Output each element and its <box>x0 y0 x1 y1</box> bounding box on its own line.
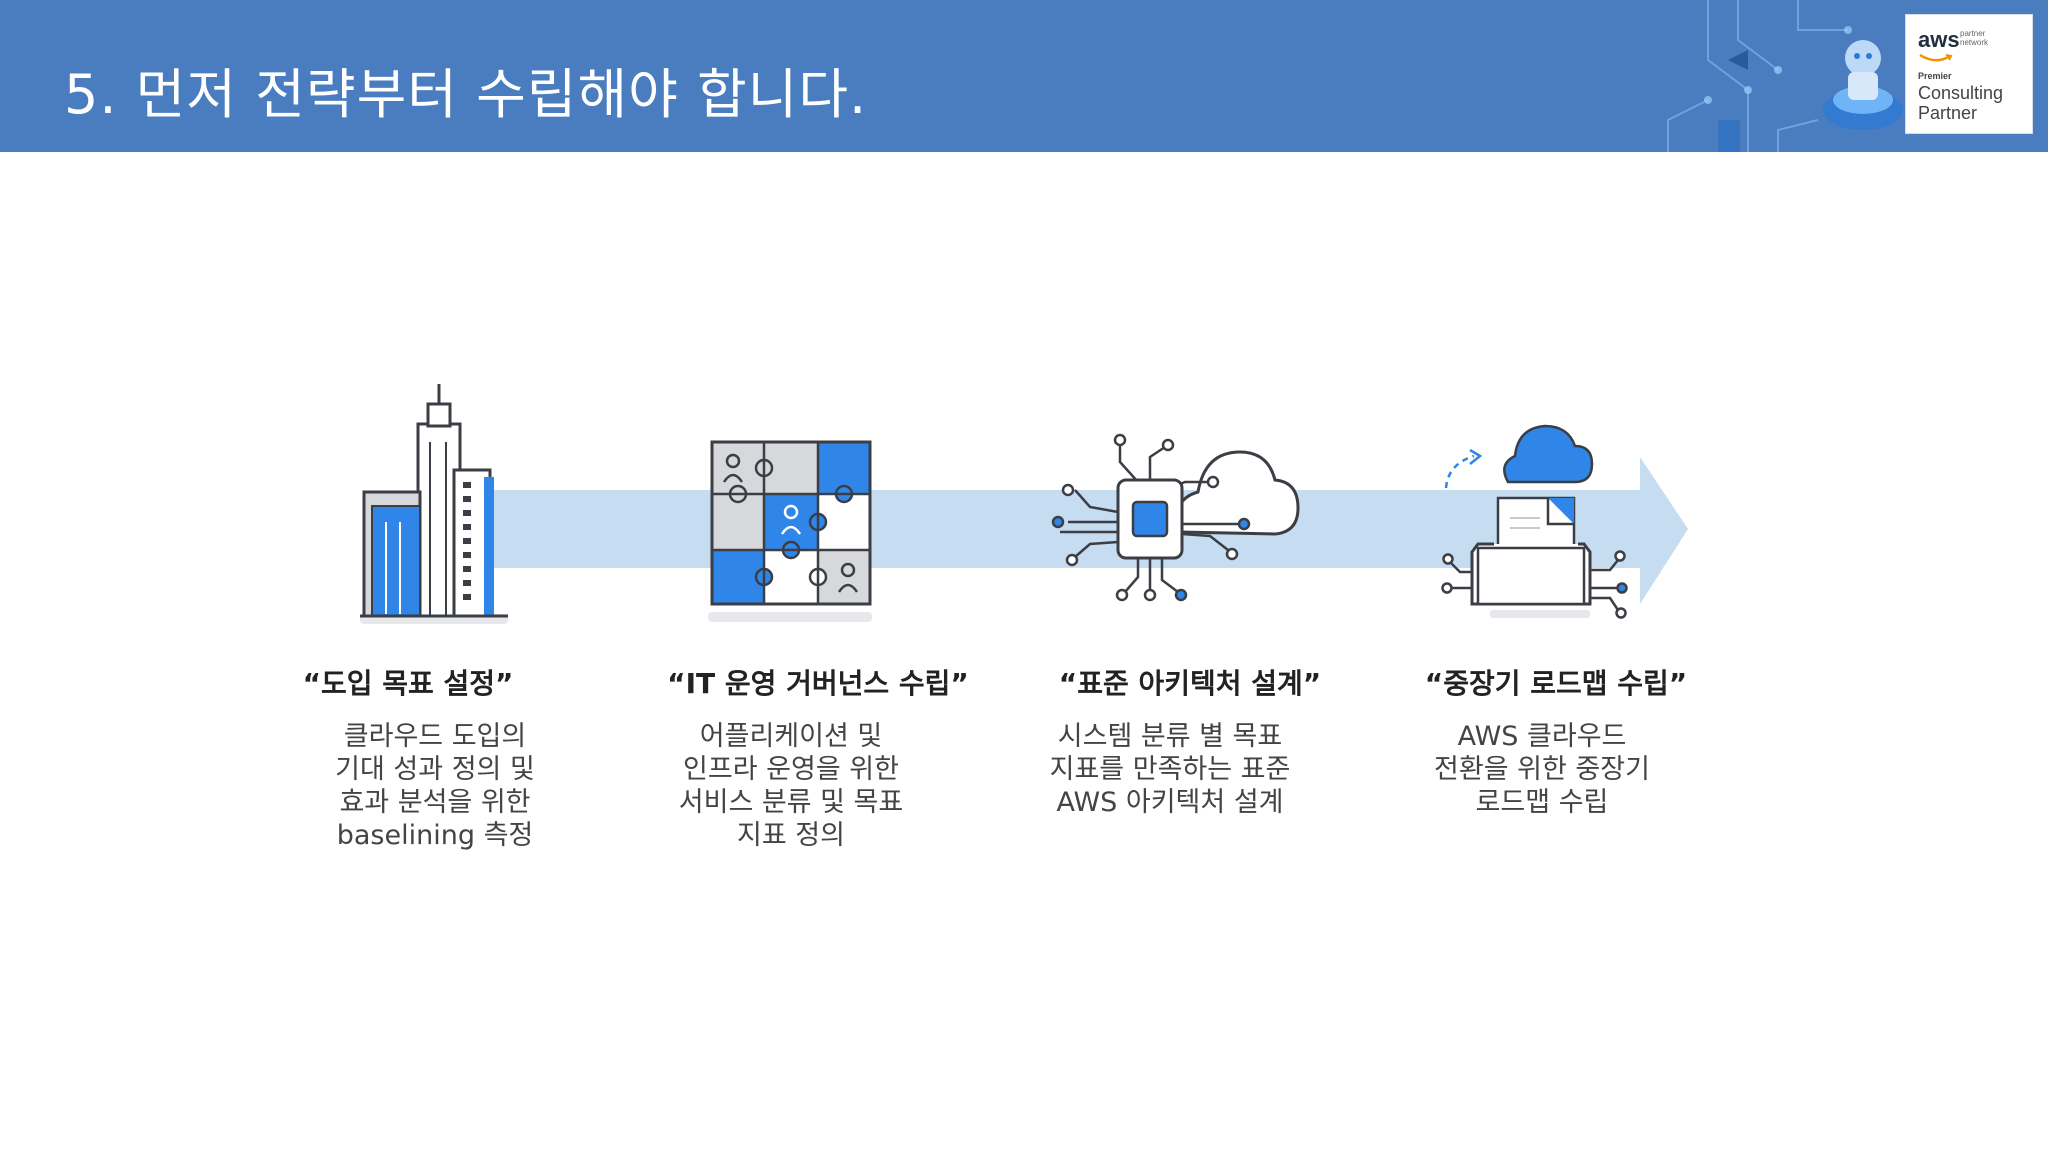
step-3-title: “표준 아키텍처 설계” <box>1058 667 1322 700</box>
circuit-decoration-icon <box>1667 0 1903 152</box>
process-illustration <box>360 384 1688 624</box>
puzzle-icon <box>708 440 872 622</box>
building-icon <box>360 384 508 624</box>
slide-title: 5. 먼저 전략부터 수립해야 합니다. <box>64 63 868 126</box>
step-2-title: “IT 운영 거버넌스 수립” <box>667 667 969 700</box>
strategy-steps: “도입 목표 설정” 클라우드 도입의 기대 성과 정의 및 효과 분석을 위한… <box>0 152 2048 1152</box>
aws-smile-icon <box>1919 53 1953 62</box>
step-3-description: 시스템 분류 별 목표 지표를 만족하는 표준 AWS 아키텍처 설계 <box>1049 721 1291 818</box>
step-2-description: 어플리케이션 및 인프라 운영을 위한 서비스 분류 및 목표 지표 정의 <box>678 721 904 851</box>
step-1-description: 클라우드 도입의 기대 성과 정의 및 효과 분석을 위한 baselining… <box>335 721 535 851</box>
tier-label: Premier <box>1918 71 1952 81</box>
step-4-title: “중장기 로드맵 수립” <box>1424 667 1688 700</box>
chip-cloud-icon <box>1051 433 1300 602</box>
cloud-document-icon <box>1441 424 1628 619</box>
slide-header: 5. 먼저 전략부터 수립해야 합니다. aws pa <box>0 0 2048 152</box>
step-1-title: “도입 목표 설정” <box>302 667 514 700</box>
step-4-description: AWS 클라우드 전환을 위한 중장기 로드맵 수립 <box>1434 721 1650 818</box>
aws-logo-text: aws <box>1918 27 1960 52</box>
